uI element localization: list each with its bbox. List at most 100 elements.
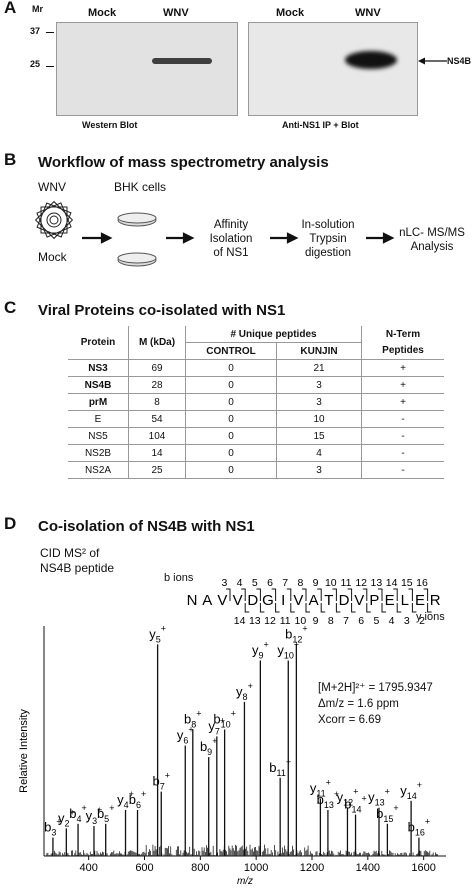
blot2-lane-mock: Mock [276, 7, 305, 19]
y-ion-number: 12 [264, 615, 276, 627]
y-ion-cleavage-mark [335, 603, 341, 613]
b-ion-cleavage-mark [393, 588, 398, 601]
wnv-label: WNV [38, 180, 66, 194]
y-ion-number: 7 [343, 615, 349, 627]
sequence-residue: L [401, 592, 409, 609]
x-tick-label: 1600 [411, 862, 435, 874]
cell-protein: NS5 [68, 427, 129, 445]
y-axis-label: Relative Intensity [18, 709, 30, 793]
sequence-residue: A [202, 592, 212, 609]
cell-nterm: + [361, 359, 444, 377]
blot2-caption: Anti-NS1 IP + Blot [282, 120, 359, 130]
x-tick-label: 600 [135, 862, 153, 874]
y-ion-cleavage-mark [427, 603, 432, 613]
y-ion-cleavage-mark [366, 603, 371, 613]
cell-protein: NS2A [68, 461, 129, 479]
peak-label: b13+ [317, 789, 340, 810]
cell-nterm: - [361, 461, 444, 479]
cell-protein: prM [68, 393, 129, 411]
peak-label: y7+ [208, 715, 225, 736]
panel-b-label: B [4, 150, 17, 169]
blot2-lane-wnv: WNV [355, 7, 381, 19]
cell-control: 0 [185, 461, 277, 479]
peak-label: b3+ [44, 817, 62, 838]
cell-nterm: + [361, 376, 444, 394]
blot1-lane-mock: Mock [88, 7, 117, 19]
y-ion-number: 10 [295, 615, 307, 627]
peak-label: y4+ [117, 789, 134, 810]
peak-label: y11+ [310, 778, 331, 799]
b-ion-cleavage-mark [378, 588, 383, 601]
cell-mass: 54 [128, 410, 186, 428]
sequence-residue: D [339, 592, 350, 609]
y-ion-cleavage-mark [259, 603, 265, 613]
cell-mass: 25 [128, 461, 186, 479]
peak-label: b9+ [200, 736, 218, 757]
sequence-residue: E [385, 592, 395, 609]
y-ion-number: 3 [404, 615, 410, 627]
y-ion-number: 8 [328, 615, 334, 627]
b-ion-cleavage-mark [347, 588, 353, 601]
sequence-residue: E [415, 592, 425, 609]
arrow-right-icon [182, 232, 195, 244]
petri-dish-icon [117, 252, 157, 267]
y-ion-number: 11 [280, 615, 291, 627]
panel-b-title: Workflow of mass spectrometry analysis [38, 154, 329, 171]
peak-label: b12+ [285, 626, 308, 644]
b-ion-cleavage-mark [302, 588, 307, 601]
x-axis-label: m/z [237, 876, 253, 887]
y-ion-cleavage-mark [351, 603, 356, 613]
y-ion-cleavage-mark [244, 603, 250, 613]
b-ion-number: 10 [325, 577, 337, 589]
y-ion-number: 5 [373, 615, 379, 627]
b-ion-cleavage-mark [226, 588, 231, 601]
peak-label: b16+ [408, 817, 431, 838]
y-ion-number: 13 [249, 615, 261, 627]
peak-label: b4+ [69, 803, 87, 824]
b-ion-cleavage-mark [241, 588, 246, 601]
ip-blot-image [248, 22, 418, 116]
b-ion-cleavage-mark [286, 588, 292, 601]
mock-label: Mock [38, 250, 67, 264]
b-ion-number: 15 [401, 577, 413, 589]
panel-a-label: A [4, 0, 17, 17]
cell-mass: 28 [128, 376, 186, 394]
cell-kunjin: 10 [276, 410, 362, 428]
sequence-residue: R [430, 592, 441, 609]
x-tick-label: 1400 [356, 862, 380, 874]
b-ion-number: 7 [282, 577, 288, 589]
cell-kunjin: 4 [276, 444, 362, 462]
panel-d-title: Co-isolation of NS4B with NS1 [38, 518, 255, 535]
cell-protein: NS4B [68, 376, 129, 394]
noise-peaks [46, 844, 438, 856]
y-ion-number: 2 [419, 615, 425, 627]
panel-c-title: Viral Proteins co-isolated with NS1 [38, 302, 286, 319]
peak-label: y2+ [58, 807, 75, 828]
peak-label: y6+ [177, 725, 194, 746]
sequence-residue: P [369, 592, 379, 609]
panel-c-label: C [4, 298, 17, 317]
marker-25-tick [46, 66, 54, 67]
y-ion-number: 4 [389, 615, 395, 627]
peak-label: b7+ [152, 771, 170, 792]
b-ion-cleavage-mark [256, 588, 261, 601]
peak-label: b5+ [97, 803, 115, 824]
b-ion-cleavage-mark [362, 588, 368, 601]
peak-label: y8+ [236, 681, 253, 702]
sequence-residue: V [217, 592, 227, 609]
header-mass: M (kDa) [128, 326, 186, 360]
peak-label: y13+ [368, 787, 390, 808]
cell-kunjin: 15 [276, 427, 362, 445]
y-ion-cleavage-mark [381, 603, 386, 613]
peak-label: b14+ [344, 794, 367, 815]
header-kunjin: KUNJIN [276, 342, 362, 360]
peak-label: b8+ [184, 709, 202, 730]
sequence-residue: D [247, 592, 258, 609]
b-ion-cleavage-mark [423, 588, 429, 601]
sequence-residue: T [324, 592, 333, 609]
